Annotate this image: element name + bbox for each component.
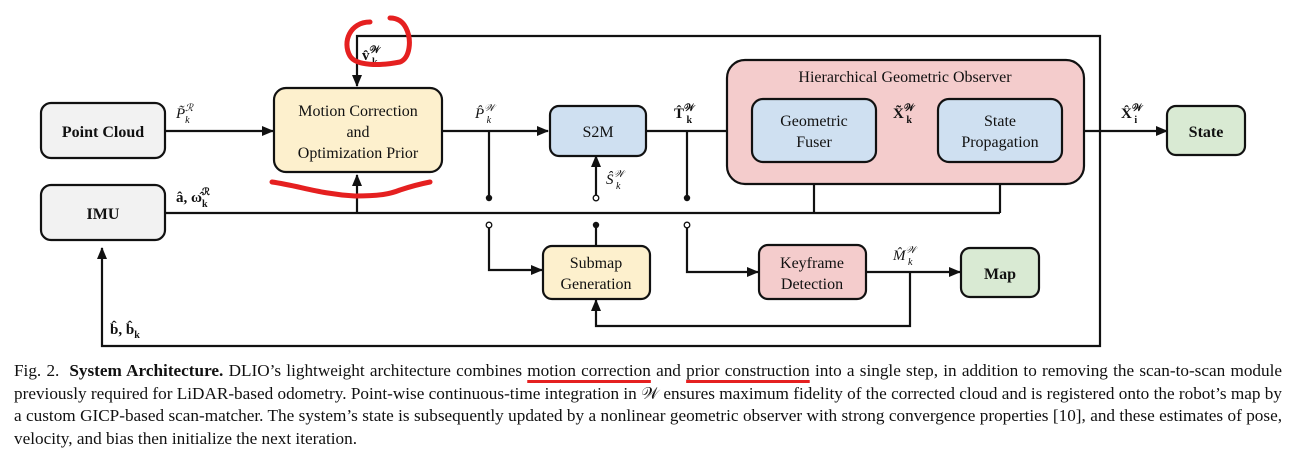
red-circle-annotation [344,15,412,67]
svg-text:Propagation: Propagation [961,134,1038,151]
caption-text-3: into a single step, in addition to remov… [14,361,1283,448]
figure-number: Fig. 2. [14,361,60,380]
map-to-submap-arrow [591,272,912,328]
motion-correction-block: Motion Correction and Optimization Prior [272,86,444,174]
svg-text:IMU: IMU [87,206,120,223]
cloud-to-submap-arrow [487,225,543,275]
figure-caption: Fig. 2. System Architecture. DLIO’s light… [14,360,1282,450]
svg-text:Fuser: Fuser [796,134,832,151]
svg-text:b̂, b̂k: b̂, b̂k [110,320,140,341]
state-propagation-block: State Propagation [936,97,1064,164]
svg-text:Detection: Detection [781,276,843,293]
svg-text:â, ω̂ℛk: â, ω̂ℛk [176,186,210,210]
svg-text:Geometric: Geometric [780,113,848,130]
svg-text:M̂𝒲k: M̂𝒲k [892,245,919,268]
svg-text:P̃ℛk: P̃ℛk [175,103,194,126]
svg-text:Ŝ𝒲k: Ŝ𝒲k [606,169,627,192]
map-block: Map [959,246,1041,299]
submap-generation-block: Submap Generation [541,244,652,301]
bias-feedback-arrow [97,247,1102,348]
svg-text:Submap: Submap [570,255,622,272]
svg-text:T̂𝒲k: T̂𝒲k [674,102,696,126]
svg-text:S2M: S2M [582,124,613,141]
point-cloud-block: Point Cloud [39,101,167,160]
svg-text:State: State [1189,124,1224,141]
red-underline-annotation [269,179,433,199]
svg-text:Generation: Generation [560,276,631,293]
caption-title: System Architecture. [69,361,224,380]
svg-text:Keyframe: Keyframe [780,255,844,272]
caption-text-1: DLIO’s lightweight architecture combines [223,361,528,380]
keyframe-detection-block: Keyframe Detection [757,243,868,301]
s2m-block: S2M [548,104,648,158]
svg-text:P̂𝒲k: P̂𝒲k [474,103,497,126]
svg-text:State: State [984,113,1016,130]
signal-biases: b̂, b̂k [110,320,140,341]
junction-dots [485,194,691,229]
svg-text:Motion Correction: Motion Correction [298,103,418,120]
svg-text:X̃𝒲k: X̃𝒲k [893,102,916,126]
svg-text:and: and [346,124,369,141]
imu-block: IMU [39,183,167,242]
red-annotations [269,15,433,199]
system-architecture-diagram: Hierarchical Geometric Observer Point Cl… [39,15,1247,348]
svg-text:Point Cloud: Point Cloud [62,124,144,141]
caption-text-2: and [650,361,687,380]
caption-highlight-prior-construction: prior construction [686,361,810,380]
svg-text:Optimization Prior: Optimization Prior [298,145,419,162]
observer-group-label: Hierarchical Geometric Observer [798,69,1012,86]
pose-to-keyframe-arrow [685,225,759,277]
geometric-fuser-block: Geometric Fuser [750,97,878,164]
state-block: State [1165,104,1247,157]
svg-text:X̂𝒲i: X̂𝒲i [1121,102,1144,126]
caption-highlight-motion-correction: motion correction [527,361,651,380]
svg-text:Map: Map [984,266,1016,283]
